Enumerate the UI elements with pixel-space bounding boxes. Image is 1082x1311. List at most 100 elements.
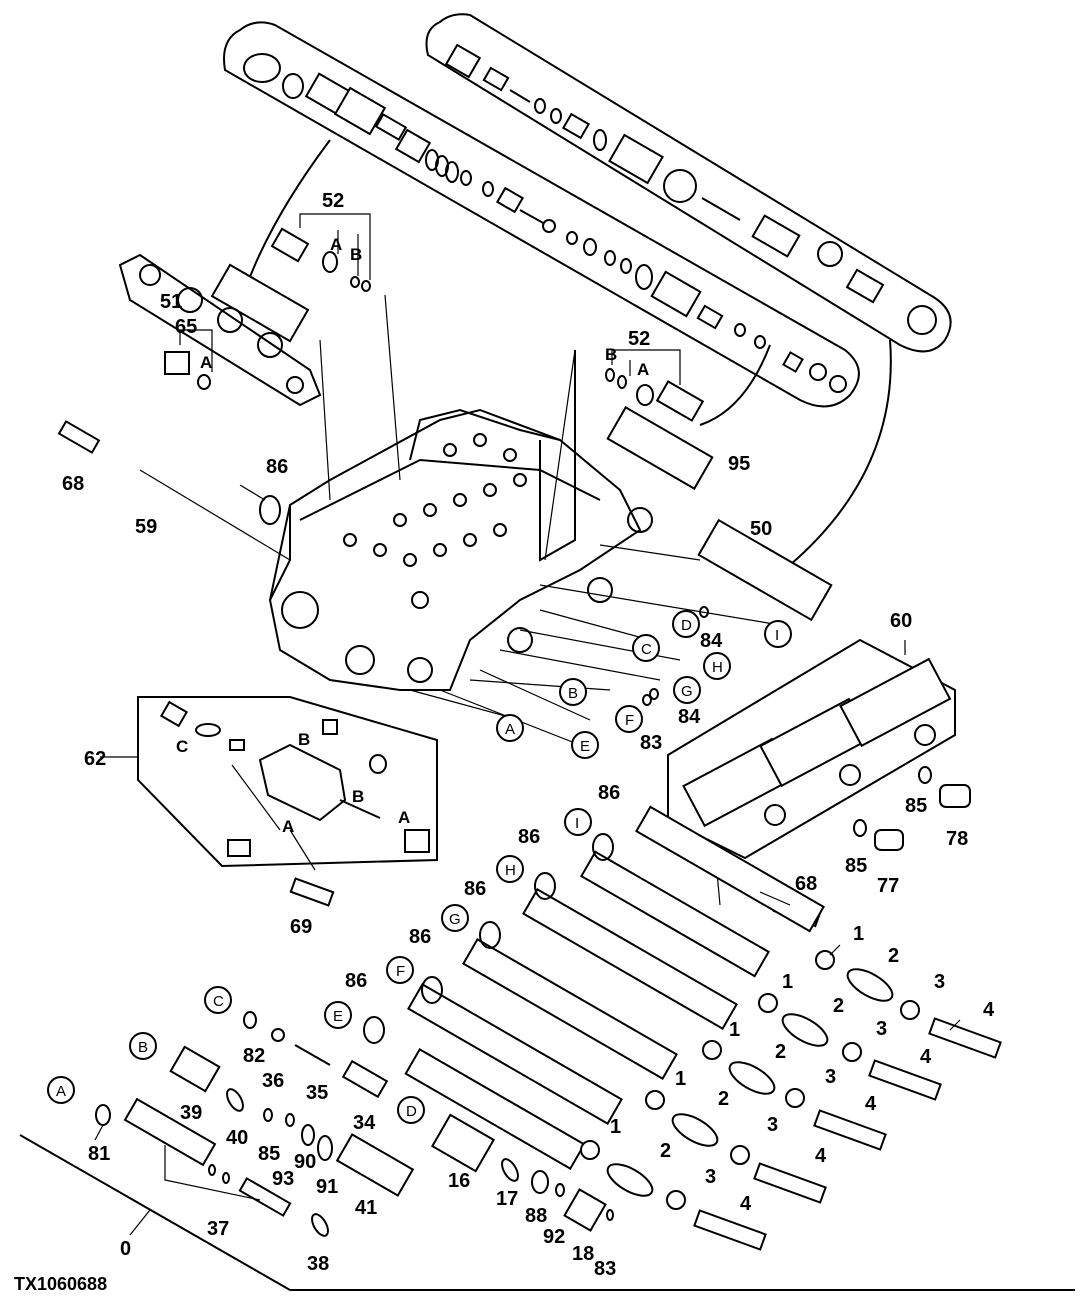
letter-labels: A B B A A C B B A A bbox=[176, 235, 649, 836]
leader-lines bbox=[94, 484, 961, 1236]
callout-86: 86 bbox=[345, 970, 367, 992]
callout-3: 3 bbox=[825, 1066, 836, 1088]
callout-82: 82 bbox=[243, 1045, 265, 1067]
connector-curve-middle bbox=[699, 344, 771, 426]
callout-35: 35 bbox=[306, 1082, 328, 1104]
letter-B: B bbox=[605, 345, 617, 364]
callout-83: 83 bbox=[640, 732, 662, 754]
part-85-oring-a bbox=[918, 766, 932, 784]
part-77-plug bbox=[874, 829, 904, 851]
callout-90: 90 bbox=[294, 1151, 316, 1173]
circled-letter-B: B bbox=[568, 685, 578, 702]
part-95-solenoid bbox=[544, 349, 714, 561]
callout-50: 50 bbox=[750, 518, 772, 540]
callout-86: 86 bbox=[464, 878, 486, 900]
circled-letter-C: C bbox=[641, 641, 652, 658]
spool-set bbox=[404, 805, 825, 1170]
callout-1: 1 bbox=[853, 923, 864, 945]
callout-16: 16 bbox=[448, 1170, 470, 1192]
callout-86: 86 bbox=[409, 926, 431, 948]
callout-84: 84 bbox=[678, 706, 701, 728]
callout-60: 60 bbox=[890, 610, 912, 632]
callout-78: 78 bbox=[946, 828, 968, 850]
callout-labels: 52 52 51 65 68 59 86 95 50 60 84 84 83 6… bbox=[62, 190, 995, 1280]
callout-38: 38 bbox=[307, 1253, 329, 1275]
callout-2: 2 bbox=[718, 1088, 729, 1110]
callout-86: 86 bbox=[598, 782, 620, 804]
letter-B: B bbox=[298, 730, 310, 749]
callout-62: 62 bbox=[84, 748, 106, 770]
circled-letter-D: D bbox=[681, 617, 692, 634]
callout-77: 77 bbox=[877, 875, 899, 897]
callout-59: 59 bbox=[135, 516, 157, 538]
callout-1: 1 bbox=[729, 1019, 740, 1041]
part-52-right-plug bbox=[605, 349, 705, 422]
letter-B: B bbox=[352, 787, 364, 806]
letter-A: A bbox=[200, 353, 212, 372]
part-59-flange bbox=[57, 253, 322, 561]
callout-68: 68 bbox=[795, 873, 817, 895]
circled-letter-G: G bbox=[681, 683, 693, 700]
callout-4: 4 bbox=[983, 999, 995, 1021]
callout-1: 1 bbox=[782, 971, 793, 993]
circled-letter-I: I bbox=[575, 815, 579, 832]
part-50-spool bbox=[599, 518, 833, 622]
callout-18: 18 bbox=[572, 1243, 594, 1265]
callout-93: 93 bbox=[272, 1168, 294, 1190]
callout-4: 4 bbox=[815, 1145, 827, 1167]
callout-3: 3 bbox=[876, 1018, 887, 1040]
callout-51: 51 bbox=[160, 291, 182, 313]
callout-2: 2 bbox=[888, 945, 899, 967]
callout-52: 52 bbox=[628, 328, 650, 350]
part-78-plug bbox=[939, 784, 971, 808]
connector-curve-left bbox=[244, 139, 331, 291]
callout-52: 52 bbox=[322, 190, 344, 212]
callout-81: 81 bbox=[88, 1143, 110, 1165]
callout-83: 83 bbox=[594, 1258, 616, 1280]
callout-85: 85 bbox=[845, 855, 867, 877]
callout-3: 3 bbox=[934, 971, 945, 993]
upper-left-spool-capsule bbox=[223, 21, 860, 408]
callout-86: 86 bbox=[266, 456, 288, 478]
circled-letter-B: B bbox=[138, 1039, 148, 1056]
circled-letter-D: D bbox=[406, 1103, 417, 1120]
callout-69: 69 bbox=[290, 916, 312, 938]
letter-A: A bbox=[330, 235, 342, 254]
callout-95: 95 bbox=[728, 453, 750, 475]
lower-left-kit bbox=[19, 1011, 1075, 1291]
circled-letter-A: A bbox=[505, 721, 515, 738]
upper-right-spool-capsule bbox=[425, 13, 952, 353]
circled-letter-H: H bbox=[505, 862, 516, 879]
callout-40: 40 bbox=[226, 1127, 248, 1149]
callout-84: 84 bbox=[700, 630, 723, 652]
callout-85: 85 bbox=[905, 795, 927, 817]
connector-curve-right bbox=[789, 339, 892, 566]
circled-letter-F: F bbox=[625, 712, 634, 729]
circled-letter-E: E bbox=[580, 738, 590, 755]
part-86-ring-top bbox=[259, 495, 281, 525]
callout-36: 36 bbox=[262, 1070, 284, 1092]
letter-A: A bbox=[637, 360, 649, 379]
callout-2: 2 bbox=[833, 995, 844, 1017]
circled-letter-E: E bbox=[333, 1008, 343, 1025]
callout-4: 4 bbox=[740, 1193, 752, 1215]
callout-4: 4 bbox=[865, 1093, 877, 1115]
part-52-upper-plug bbox=[270, 213, 401, 481]
letter-A: A bbox=[398, 808, 410, 827]
part-85-oring-b bbox=[853, 819, 867, 837]
circled-letter-labels: D I C H B G F A E I H G F E C B A D bbox=[47, 610, 792, 1124]
callout-1: 1 bbox=[610, 1116, 621, 1138]
callout-39: 39 bbox=[180, 1102, 202, 1124]
circled-letter-G: G bbox=[449, 911, 461, 928]
callout-17: 17 bbox=[496, 1188, 518, 1210]
circled-letter-C: C bbox=[213, 993, 224, 1010]
end-parts-rows bbox=[580, 950, 1002, 1251]
main-valve-body bbox=[268, 350, 653, 691]
circled-letter-F: F bbox=[396, 963, 405, 980]
callout-68: 68 bbox=[62, 473, 84, 495]
part-51-solenoid bbox=[210, 263, 331, 501]
callout-1: 1 bbox=[675, 1068, 686, 1090]
callout-34: 34 bbox=[353, 1112, 376, 1134]
callout-65: 65 bbox=[175, 316, 197, 338]
